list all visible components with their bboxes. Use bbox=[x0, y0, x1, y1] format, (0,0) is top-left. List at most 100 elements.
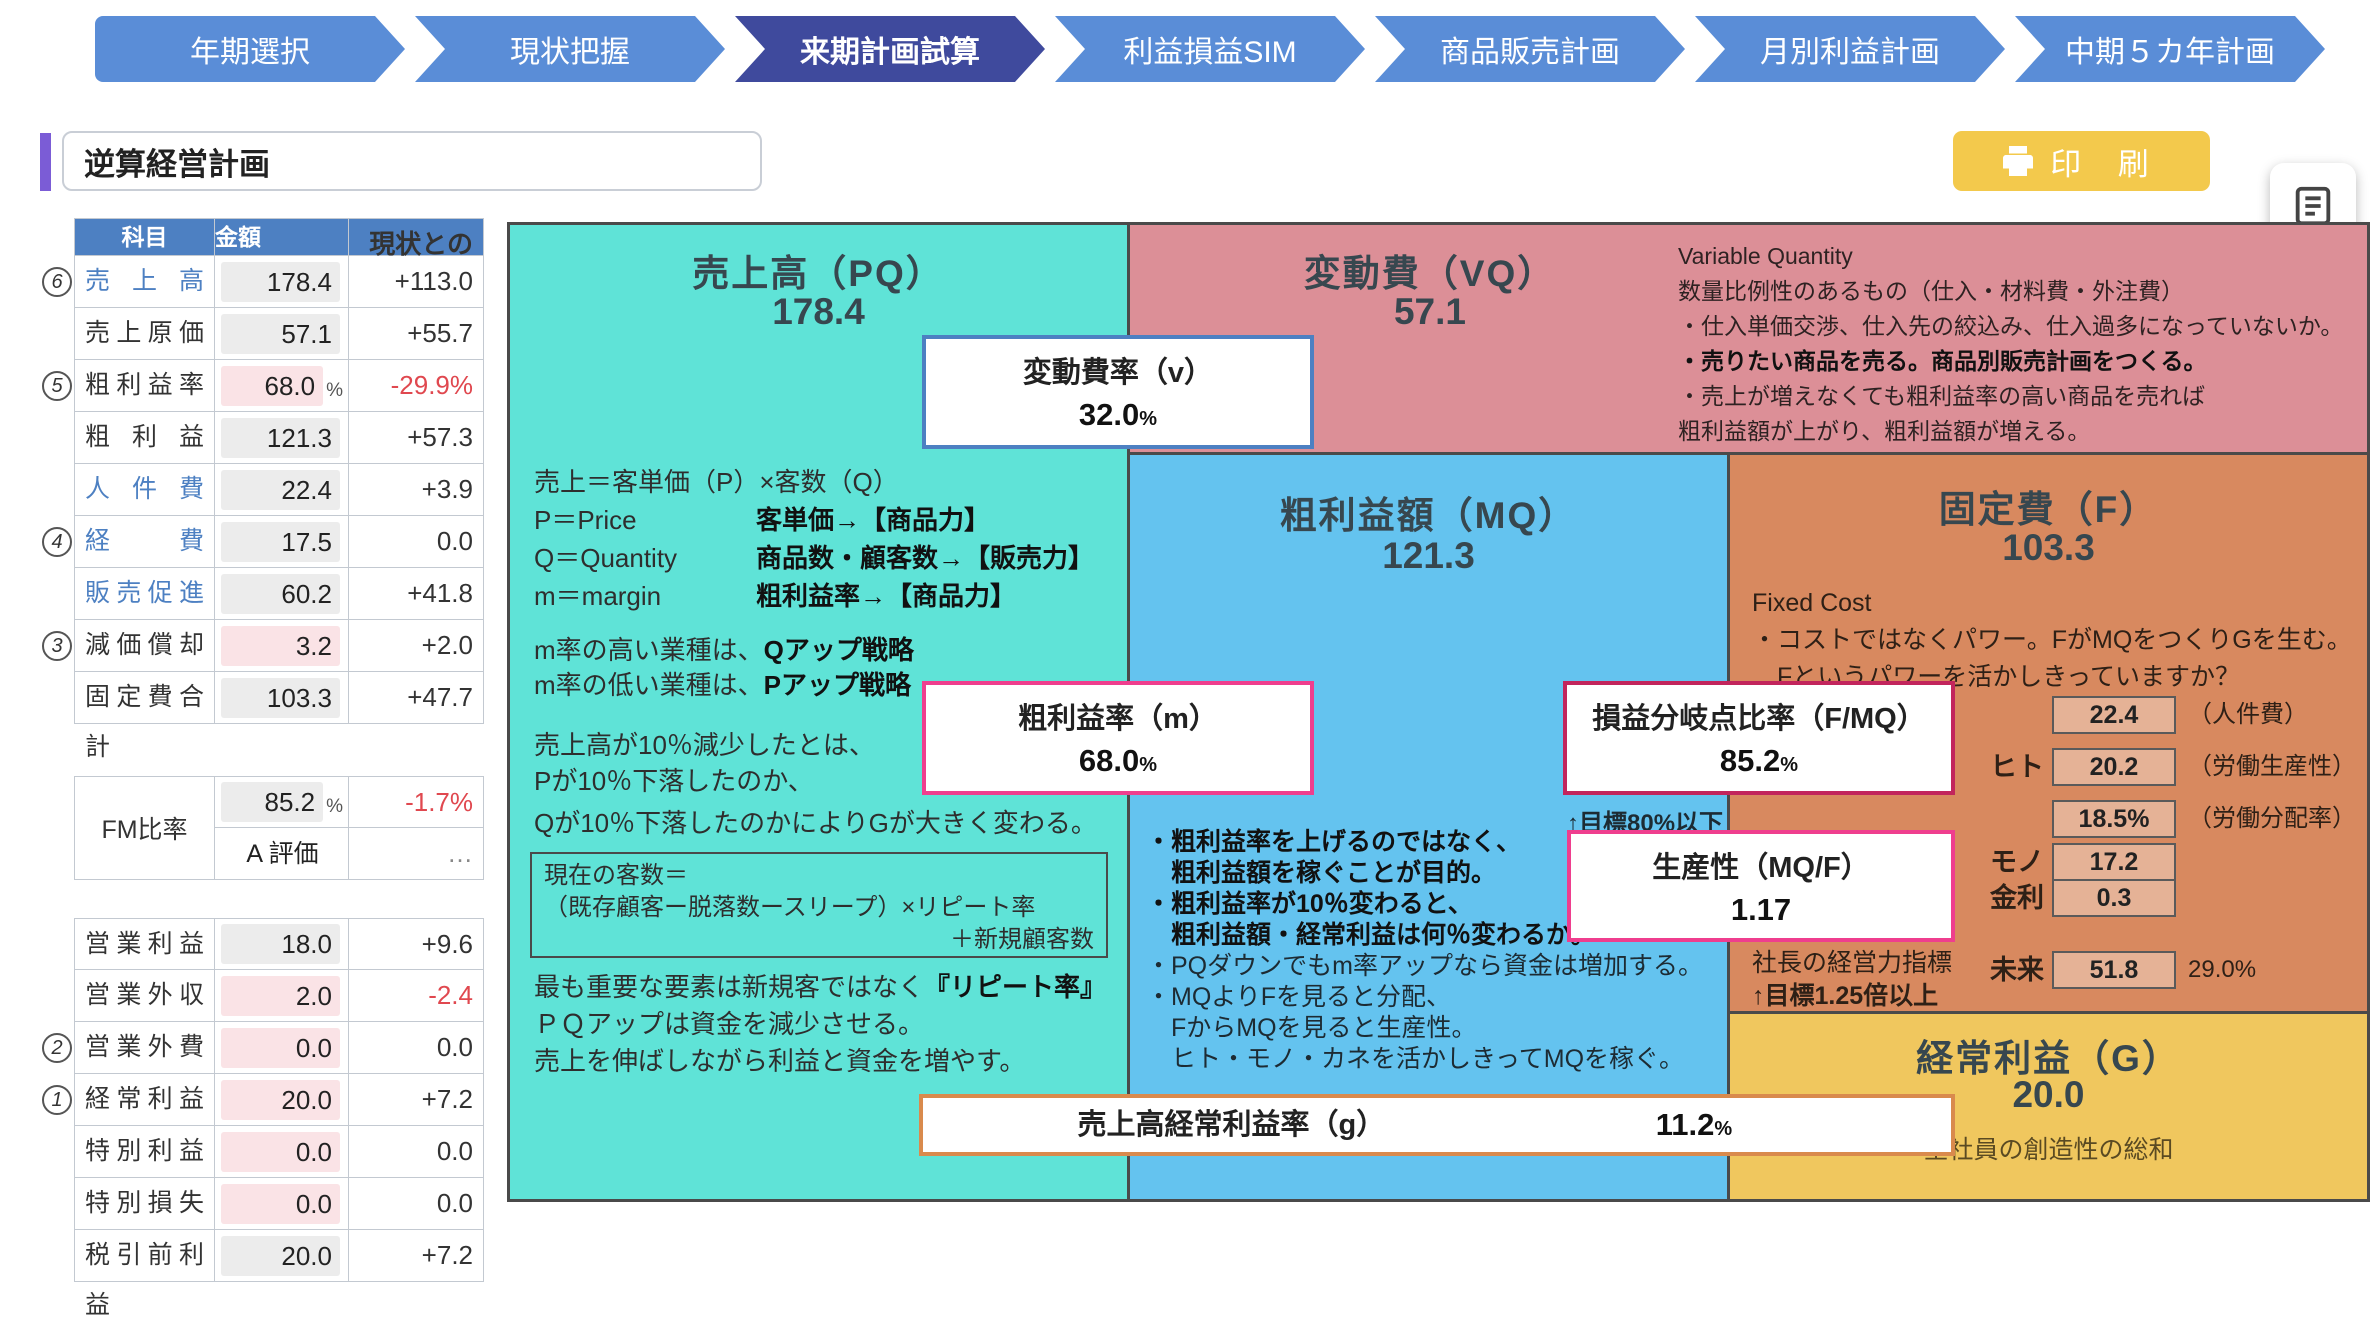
amount-input[interactable]: 0.0 bbox=[221, 1027, 340, 1068]
amount-input[interactable]: 3.2 bbox=[221, 625, 340, 666]
f-note: 29.0% bbox=[2188, 956, 2257, 983]
amount-input[interactable]: 0.0 bbox=[221, 1183, 340, 1224]
fm-grade-diff: … bbox=[349, 828, 484, 880]
account-name: 粗利益 bbox=[74, 412, 215, 464]
f-value-box[interactable]: 20.2 bbox=[2052, 748, 2176, 786]
ordinary-profit-ratio-box[interactable]: 売上高経常利益率（g） 11.2% bbox=[919, 1094, 1955, 1156]
row-mark: 1 bbox=[40, 1074, 74, 1126]
text-line: ・粗利益率を上げるのではなく、 bbox=[1146, 828, 1522, 856]
amount-input[interactable]: 18.0 bbox=[221, 924, 340, 964]
table-row-fixed-cost-total: 固定費合計 103.3 +47.7 bbox=[40, 672, 484, 761]
fm-grade-value[interactable]: A 評価 bbox=[246, 839, 319, 868]
f-value-box[interactable]: 51.8 bbox=[2052, 951, 2176, 989]
amount-cell: 0.0 bbox=[215, 1178, 349, 1230]
row-mark bbox=[40, 464, 74, 516]
diff-value: +2.0 bbox=[349, 620, 484, 672]
f-value-box[interactable]: 22.4 bbox=[2052, 696, 2176, 734]
amount-cell: 0.0 bbox=[215, 1126, 349, 1178]
fm-ratio-label: FM比率 bbox=[74, 776, 215, 880]
customer-count-formula-box: 現在の客数＝ （既存顧客ー脱落数ースリープ）×リピート率 ＋新規顧客数 bbox=[530, 852, 1108, 958]
amount-input[interactable]: 20.0 bbox=[221, 1079, 340, 1120]
title-accent-bar bbox=[40, 133, 51, 191]
table-row-pretax-profit: 税引前利益 20.0 +7.2 bbox=[40, 1230, 484, 1319]
amount-cell: 3.2 bbox=[215, 620, 349, 672]
nav-tab-next-plan[interactable]: 来期計画試算 bbox=[735, 16, 1045, 82]
diff-value: 0.0 bbox=[349, 1126, 484, 1178]
account-name: 特別利益 bbox=[74, 1126, 215, 1178]
row-mark: 6 bbox=[40, 256, 74, 308]
account-name: 売上原価 bbox=[74, 308, 215, 360]
amount-input[interactable]: 57.1 bbox=[221, 313, 340, 354]
amount-input[interactable]: 121.3 bbox=[221, 417, 340, 458]
nav-tab-profit-sim[interactable]: 利益損益SIM bbox=[1055, 16, 1365, 82]
breakeven-ratio-box[interactable]: 損益分岐点比率（F/MQ） 85.2% bbox=[1563, 681, 1955, 795]
account-name: 固定費合計 bbox=[74, 672, 215, 761]
fm-ratio-table: FM比率 85.2% -1.7% A 評価 … bbox=[74, 776, 484, 880]
table-row-non-operating-income: 営業外収益 2.0 -2.4 bbox=[40, 970, 484, 1059]
diff-value: 0.0 bbox=[349, 1022, 484, 1074]
amount-input[interactable]: 85.2 bbox=[221, 782, 324, 822]
f-description: Fixed Cost ・コストではなくパワー。FがMQをつくりGを生む。 Fとい… bbox=[1752, 585, 2352, 696]
row-mark bbox=[40, 918, 74, 970]
productivity-box[interactable]: 生産性（MQ/F） 1.17 bbox=[1567, 830, 1955, 942]
ratio-value: 68.0% bbox=[1078, 743, 1158, 778]
gross-margin-ratio-box[interactable]: 粗利益率（m） 68.0% bbox=[922, 681, 1314, 795]
ratio-label: 売上高経常利益率（g） bbox=[1077, 1109, 1386, 1141]
amount-input[interactable]: 20.0 bbox=[221, 1235, 340, 1276]
nav-tab-current-state[interactable]: 現状把握 bbox=[415, 16, 725, 82]
f-value: 103.3 bbox=[2002, 527, 2095, 568]
account-name[interactable]: 売上高 bbox=[74, 256, 215, 308]
row-mark bbox=[40, 970, 74, 1022]
ratio-label: 変動費率（v） bbox=[1022, 357, 1214, 389]
amount-cell: 60.2 bbox=[215, 568, 349, 620]
nav-tab-product-sales[interactable]: 商品販売計画 bbox=[1375, 16, 1685, 82]
account-name[interactable]: 経費 bbox=[74, 516, 215, 568]
amount-input[interactable]: 17.5 bbox=[221, 521, 340, 562]
nav-tab-period-select[interactable]: 年期選択 bbox=[95, 16, 405, 82]
amount-input[interactable]: 60.2 bbox=[221, 573, 340, 614]
amount-cell: 20.0 bbox=[215, 1074, 349, 1126]
amount-cell: 17.5 bbox=[215, 516, 349, 568]
account-name: 経常利益 bbox=[74, 1074, 215, 1126]
account-name[interactable]: 販売促進費 bbox=[74, 568, 215, 657]
g-caption: 全社員の創造性の総和 bbox=[1923, 1136, 2174, 1164]
text-line: ＰＱアップは資金を減少させる。 bbox=[534, 1009, 925, 1039]
text-line: 売上＝客単価（P）×客数（Q） bbox=[534, 467, 899, 497]
table-row-operating-profit: 営業利益 18.0 +9.6 bbox=[40, 918, 484, 970]
diff-value: +9.6 bbox=[349, 918, 484, 970]
f-category-interest: 金利 bbox=[1990, 883, 2044, 913]
diff-value: -29.9% bbox=[349, 360, 484, 412]
amount-input[interactable]: 103.3 bbox=[221, 677, 340, 718]
variable-cost-ratio-box[interactable]: 変動費率（v） 32.0% bbox=[922, 335, 1314, 449]
text-line: 現在の客数＝ bbox=[544, 862, 688, 889]
nav-tab-5year-plan[interactable]: 中期５カ年計画 bbox=[2015, 16, 2325, 82]
account-name[interactable]: 人件費 bbox=[74, 464, 215, 516]
amount-input[interactable]: 68.0 bbox=[221, 365, 324, 406]
nav-tab-monthly-profit[interactable]: 月別利益計画 bbox=[1695, 16, 2005, 82]
table-row-labor-cost: 人件費 22.4 +3.9 bbox=[40, 464, 484, 516]
account-name: 減価償却費 bbox=[74, 620, 215, 709]
f-value-box[interactable]: 17.2 bbox=[2052, 843, 2176, 881]
text-line: Qが10％下落したのかによりGが大きく変わる。 bbox=[534, 808, 1097, 838]
f-category-mono: モノ bbox=[1990, 847, 2044, 877]
amount-input[interactable]: 178.4 bbox=[221, 261, 340, 302]
ratio-label: 粗利益率（m） bbox=[1018, 703, 1218, 735]
text-line: ・PQダウンでもm率アップなら資金は増加する。 bbox=[1146, 952, 1703, 980]
ratio-value: 11.2% bbox=[1655, 1107, 1733, 1142]
text-line: ・コストではなくパワー。FがMQをつくりGを生む。 bbox=[1752, 626, 2352, 654]
print-button[interactable]: 印 刷 bbox=[1953, 131, 2210, 191]
amount-input[interactable]: 22.4 bbox=[221, 469, 340, 510]
ratio-value: 32.0% bbox=[1078, 397, 1158, 432]
table-row-sales-promotion: 販売促進費 60.2 +41.8 bbox=[40, 568, 484, 657]
pq-title: 売上高（PQ） bbox=[692, 253, 945, 294]
vq-title: 変動費（VQ） bbox=[1303, 253, 1557, 294]
f-value-box[interactable]: 0.3 bbox=[2052, 879, 2176, 917]
header-amount: 金額 bbox=[215, 218, 349, 256]
f-value-box[interactable]: 18.5% bbox=[2052, 800, 2176, 838]
row-mark bbox=[40, 672, 74, 724]
diff-value: +7.2 bbox=[349, 1230, 484, 1282]
amount-cell: 178.4 bbox=[215, 256, 349, 308]
amount-input[interactable]: 2.0 bbox=[221, 975, 340, 1016]
amount-input[interactable]: 0.0 bbox=[221, 1131, 340, 1172]
plan-title-input[interactable] bbox=[62, 131, 762, 191]
